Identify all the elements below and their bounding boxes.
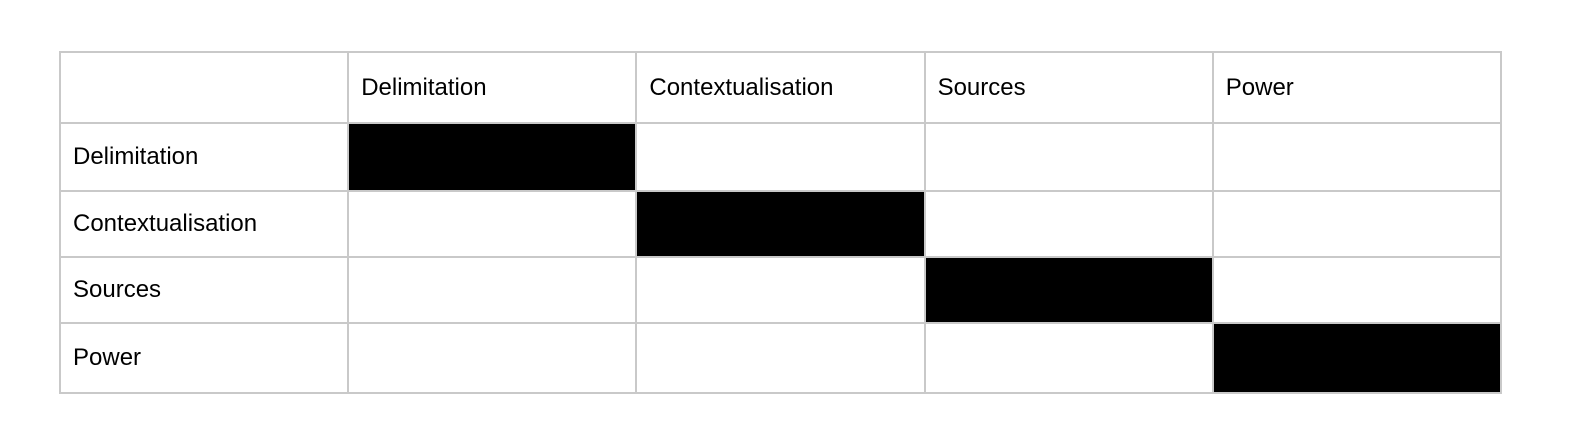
row-header: Contextualisation bbox=[58, 190, 350, 258]
row-header: Power bbox=[58, 322, 350, 394]
matrix-cell-filled bbox=[1211, 322, 1503, 394]
table-row: Power bbox=[58, 322, 1503, 394]
matrix-cell-empty bbox=[923, 122, 1214, 192]
matrix-cell-empty bbox=[1211, 190, 1503, 258]
matrix-cell-empty bbox=[923, 190, 1214, 258]
column-header: Contextualisation bbox=[635, 51, 926, 124]
table-row: Contextualisation bbox=[58, 190, 1503, 258]
corner-cell bbox=[58, 51, 350, 124]
matrix-cell-empty bbox=[347, 256, 638, 324]
table-row: Sources bbox=[58, 256, 1503, 324]
column-header: Power bbox=[1211, 51, 1503, 124]
matrix-cell-empty bbox=[923, 322, 1214, 394]
matrix-cell-empty bbox=[347, 322, 638, 394]
matrix-cell-filled bbox=[635, 190, 926, 258]
matrix-cell-empty bbox=[1211, 256, 1503, 324]
row-header: Sources bbox=[58, 256, 350, 324]
row-header: Delimitation bbox=[58, 122, 350, 192]
table-row: Delimitation bbox=[58, 122, 1503, 192]
matrix-cell-empty bbox=[635, 122, 926, 192]
matrix-cell-empty bbox=[1211, 122, 1503, 192]
matrix-cell-filled bbox=[347, 122, 638, 192]
column-header: Delimitation bbox=[347, 51, 638, 124]
matrix-cell-empty bbox=[635, 256, 926, 324]
matrix-cell-empty bbox=[635, 322, 926, 394]
matrix-cell-empty bbox=[347, 190, 638, 258]
column-header: Sources bbox=[923, 51, 1214, 124]
matrix-cell-filled bbox=[923, 256, 1214, 324]
